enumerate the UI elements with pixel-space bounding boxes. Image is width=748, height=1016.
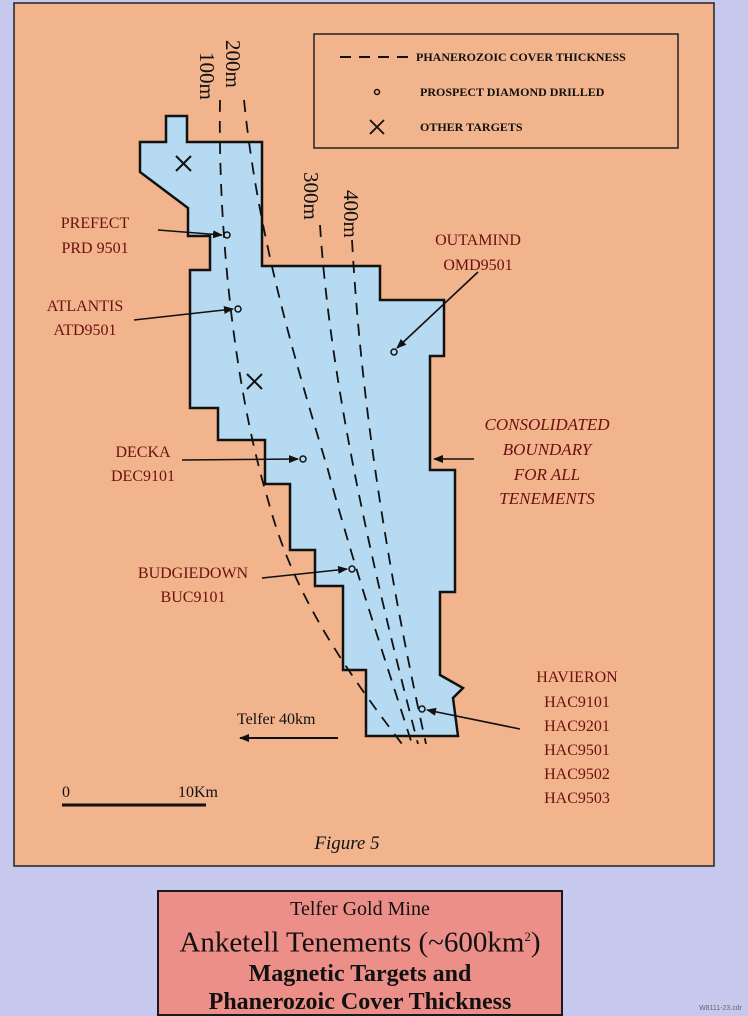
legend-cross-icon <box>369 119 385 135</box>
contour-label-100m: 100m <box>195 52 219 100</box>
legend-diamond-drilled-label: PROSPECT DIAMOND DRILLED <box>420 85 605 99</box>
decka-drill-hole-icon <box>299 455 307 463</box>
title-superscript: 2 <box>524 929 531 944</box>
decka-label: DECKA <box>115 444 171 461</box>
havieron-arrow <box>426 707 521 730</box>
outamind-arrow <box>396 271 479 349</box>
boundary-label-line4: TENEMENTS <box>499 489 595 508</box>
contour-label-400m: 400m <box>339 190 363 238</box>
decka-hole-id: DEC9101 <box>111 468 175 485</box>
legend-other-targets-label: OTHER TARGETS <box>420 120 523 134</box>
havieron-hole-id-5: HAC9503 <box>544 790 610 807</box>
contour-label-200m: 200m <box>221 40 245 88</box>
telfer-direction-label: Telfer 40km <box>237 711 316 728</box>
outamind-hole-id: OMD9501 <box>443 257 512 274</box>
contour-100m-line <box>218 99 403 745</box>
legend-drill-hole-icon <box>373 88 381 96</box>
scale-zero-label: 0 <box>62 784 70 801</box>
tenement-boundary <box>138 114 466 738</box>
other-target-cross-icon <box>246 373 263 390</box>
boundary-label-line3: FOR ALL <box>513 465 580 484</box>
other-target-cross-icon <box>175 155 192 172</box>
atlantis-label: ATLANTIS <box>47 298 123 315</box>
title-mine-name: Telfer Gold Mine <box>290 898 430 920</box>
boundary-label-line2: BOUNDARY <box>503 440 593 459</box>
havieron-hole-id-4: HAC9502 <box>544 766 610 783</box>
title-box: Telfer Gold Mine Anketell Tenements (~60… <box>157 890 563 1016</box>
havieron-hole-id-2: HAC9201 <box>544 718 610 735</box>
scale-10km-label: 10Km <box>178 784 219 801</box>
budgiedown-hole-id: BUC9101 <box>161 589 226 606</box>
map-legend: PHANEROZOIC COVER THICKNESS PROSPECT DIA… <box>313 33 679 149</box>
title-tenements-close: ) <box>530 926 541 959</box>
prefect-label: PREFECT <box>61 215 130 232</box>
havieron-label: HAVIERON <box>536 669 618 686</box>
prefect-arrow <box>157 229 223 239</box>
contour-400m-line <box>351 239 427 745</box>
prefect-drill-hole-icon <box>223 231 231 239</box>
havieron-drill-hole-icon <box>418 705 426 713</box>
figure-caption: Figure 5 <box>313 833 379 854</box>
legend-cover-thickness-label: PHANEROZOIC COVER THICKNESS <box>416 50 626 64</box>
outamind-drill-hole-icon <box>390 348 398 356</box>
title-cover-thickness: Phanerozoic Cover Thickness <box>208 988 512 1015</box>
title-tenements-text: Anketell Tenements (~600km <box>179 926 525 959</box>
prefect-hole-id: PRD 9501 <box>61 240 128 257</box>
boundary-label-line1: CONSOLIDATED <box>485 415 611 434</box>
decka-arrow <box>181 455 299 464</box>
atlantis-arrow <box>133 306 234 321</box>
budgiedown-label: BUDGIEDOWN <box>138 565 249 582</box>
havieron-hole-id-3: HAC9501 <box>544 742 610 759</box>
contour-label-300m: 300m <box>299 172 323 220</box>
outamind-label: OUTAMIND <box>435 232 521 249</box>
title-magnetic-targets: Magnetic Targets and <box>248 960 472 987</box>
budgiedown-arrow <box>261 565 348 579</box>
corner-reference: W8111-23.cdr <box>699 1005 742 1012</box>
atlantis-drill-hole-icon <box>234 305 242 313</box>
budgiedown-drill-hole-icon <box>348 565 356 573</box>
havieron-hole-id-1: HAC9101 <box>544 694 610 711</box>
title-tenements: Anketell Tenements (~600km2) <box>159 920 561 960</box>
contour-300m-line <box>319 224 419 745</box>
atlantis-hole-id: ATD9501 <box>53 322 116 339</box>
